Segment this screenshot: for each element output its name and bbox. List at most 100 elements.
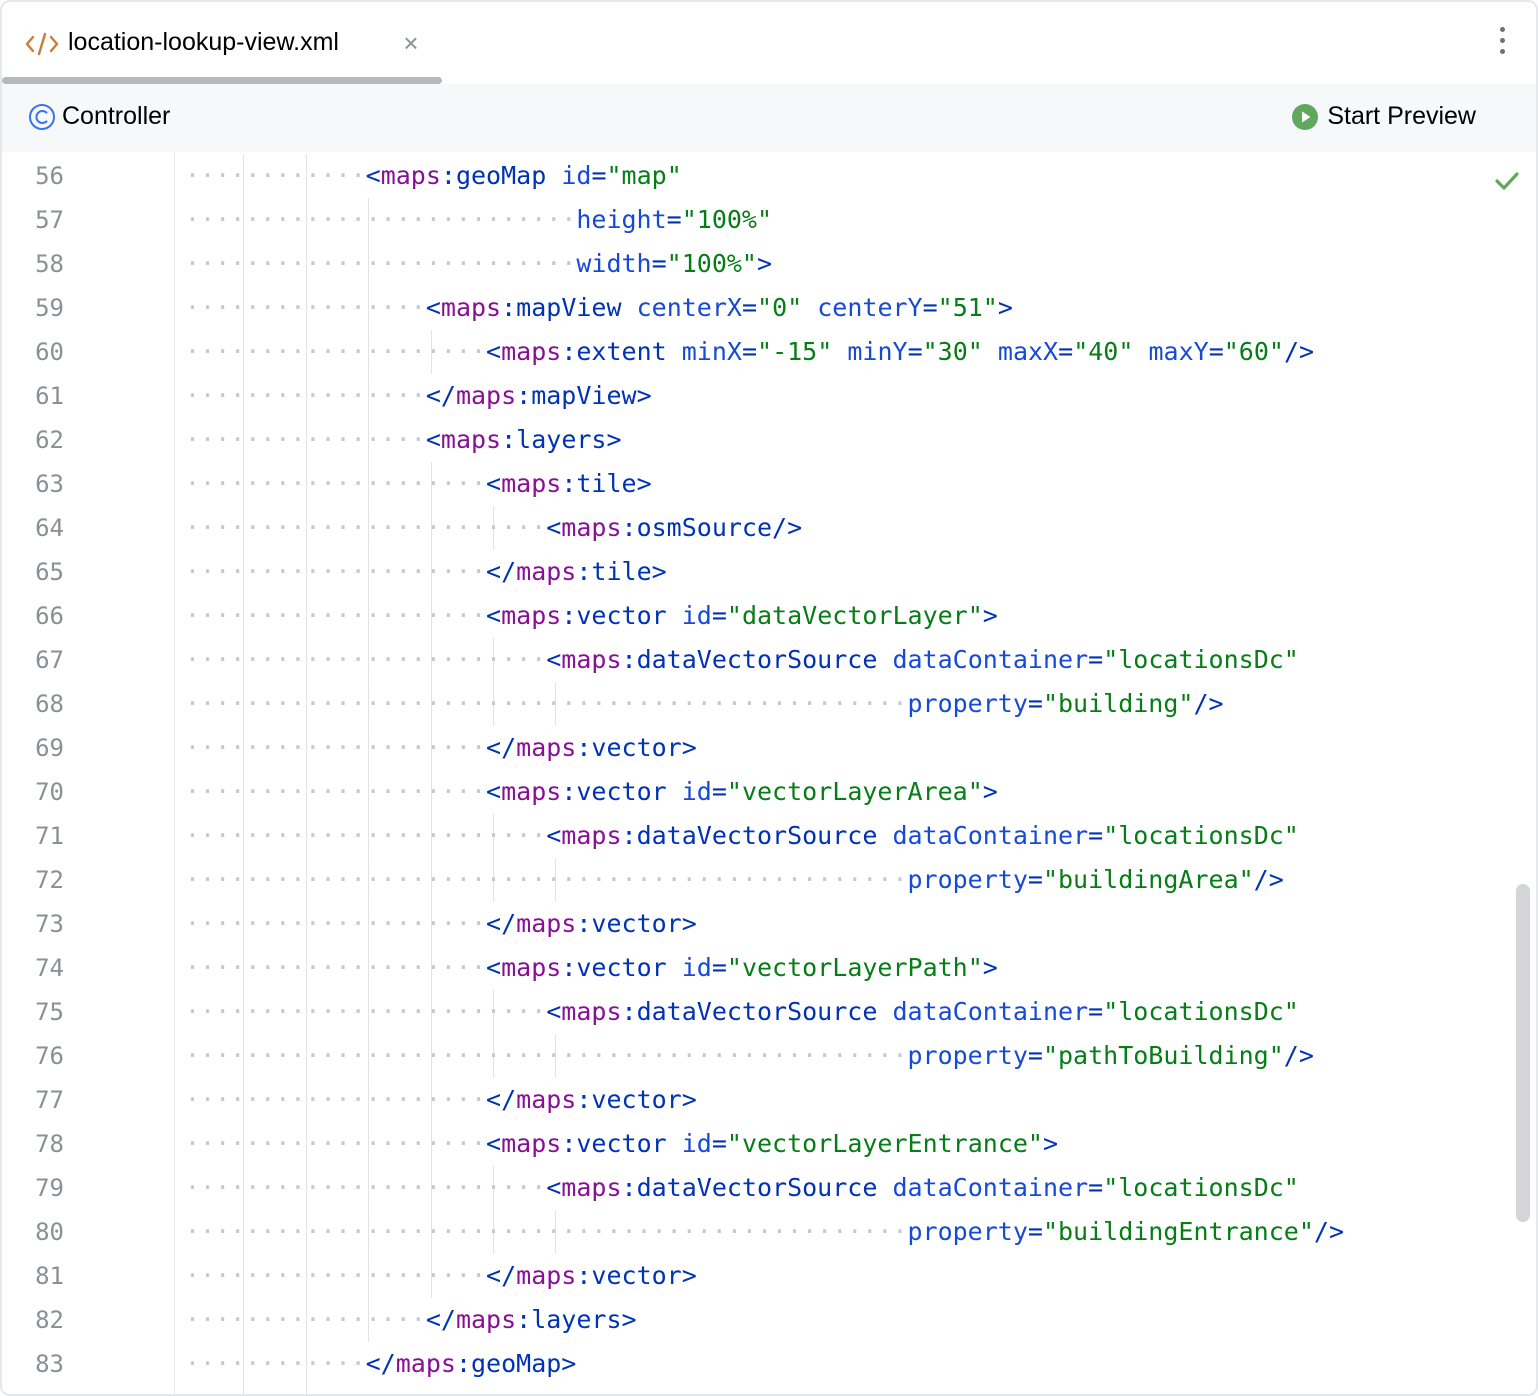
code-text: ························<maps:dataVector… (185, 645, 1299, 674)
code-text: ················<maps:layers> (185, 425, 622, 454)
line-number: 75 (35, 998, 64, 1026)
line-number: 66 (35, 602, 64, 630)
code-line[interactable]: 75························<maps:dataVect… (2, 990, 1502, 1034)
code-line[interactable]: 63 ····················<maps:tile> (2, 462, 1502, 506)
code-text: ····················<maps:vector id="vec… (185, 953, 998, 982)
code-line[interactable]: 72······································… (2, 858, 1502, 902)
code-editor[interactable]: 56 ············<maps:geoMap id="map" 57 ···… (2, 152, 1536, 1394)
line-number: 60 (35, 338, 64, 366)
line-number: 77 (35, 1086, 64, 1114)
code-text: ················</maps:mapView> (185, 381, 652, 410)
vertical-scrollbar[interactable] (1516, 884, 1530, 1222)
indent-guide (493, 638, 494, 726)
code-line[interactable]: 74 ····················<maps:vector id="v… (2, 946, 1502, 990)
indent-guide (493, 1166, 494, 1254)
code-text: ····················</maps:vector> (185, 1261, 697, 1290)
code-line[interactable]: 70····················<maps:vector id="v… (2, 770, 1502, 814)
code-text: ····················<maps:tile> (185, 469, 652, 498)
code-line[interactable]: 81 ····················</maps:vector> (2, 1254, 1502, 1298)
line-number: 69 (35, 734, 64, 762)
code-line[interactable]: 67 ························<maps:dataVect… (2, 638, 1502, 682)
code-line[interactable]: 77····················</maps:vector> (2, 1078, 1502, 1122)
close-icon[interactable]: × (403, 28, 419, 58)
tab-bar: location-lookup-view.xml × (2, 2, 1536, 85)
code-line[interactable]: 80 ······································… (2, 1210, 1502, 1254)
code-text: ························<maps:dataVector… (185, 821, 1299, 850)
indent-guide (430, 462, 432, 1298)
code-line[interactable]: 71 ························<maps:dataVect… (2, 814, 1502, 858)
start-preview-button[interactable]: Start Preview (1291, 102, 1476, 131)
code-text: ····················</maps:vector> (185, 733, 697, 762)
code-text: ························<maps:osmSource/… (185, 513, 803, 542)
code-line[interactable]: 59················<maps:mapView centerX=… (2, 286, 1502, 330)
code-text: ········································… (185, 865, 1284, 894)
code-text: ········································… (185, 1217, 1344, 1246)
code-line[interactable]: 69 ····················</maps:vector> (2, 726, 1502, 770)
line-number: 79 (35, 1174, 64, 1202)
code-line[interactable]: 73 ····················</maps:vector> (2, 902, 1502, 946)
code-line[interactable]: 76······································… (2, 1034, 1502, 1078)
line-number: 58 (35, 250, 64, 278)
line-number: 83 (35, 1350, 64, 1378)
code-text: ··························width="100%"> (185, 249, 773, 278)
line-number: 82 (35, 1306, 64, 1334)
code-text: ····················</maps:vector> (185, 909, 697, 938)
code-line[interactable]: 66····················<maps:vector id="d… (2, 594, 1502, 638)
code-text: ····················<maps:extent minX="-… (185, 337, 1315, 366)
line-number: 62 (35, 426, 64, 454)
line-number: 67 (35, 646, 64, 674)
indent-guide (493, 990, 494, 1078)
indent-guide (368, 198, 370, 1342)
code-text: ··························height="100%" (185, 205, 773, 234)
code-line[interactable]: 82 ················</maps:layers> (2, 1298, 1502, 1342)
tab-location-lookup-view[interactable]: location-lookup-view.xml × (2, 2, 442, 84)
code-line[interactable]: 83 ············</maps:geoMap> (2, 1342, 1502, 1386)
indent-guide (555, 682, 557, 726)
line-number: 68 (35, 690, 64, 718)
line-number: 56 (35, 162, 64, 190)
line-number: 73 (35, 910, 64, 938)
line-number: 80 (35, 1218, 64, 1246)
code-text: ············<maps:geoMap id="map" (185, 161, 682, 190)
code-line[interactable]: 68······································… (2, 682, 1502, 726)
code-text: ················</maps:layers> (185, 1305, 637, 1334)
code-line[interactable]: 78····················<maps:vector id="v… (2, 1122, 1502, 1166)
indent-guide (555, 1210, 557, 1254)
line-number: 71 (35, 822, 64, 850)
line-number: 74 (35, 954, 64, 982)
active-tab-indicator (2, 77, 442, 84)
line-number: 81 (35, 1262, 64, 1290)
controller-label: Controller (62, 102, 171, 130)
code-line[interactable]: 65 ····················</maps:tile> (2, 550, 1502, 594)
code-line[interactable]: 58 ··························width="100%"… (2, 242, 1502, 286)
line-number: 70 (35, 778, 64, 806)
code-line[interactable]: 62 ················<maps:layers> (2, 418, 1502, 462)
code-line[interactable]: 64 ························<maps:osmSourc… (2, 506, 1502, 550)
controller-class-icon (29, 103, 55, 130)
code-line[interactable]: 60 ····················<maps:extent minX=… (2, 330, 1502, 374)
more-options-icon[interactable] (1496, 27, 1508, 61)
tab-title: location-lookup-view.xml (68, 28, 339, 56)
code-text: ········································… (185, 1041, 1314, 1070)
indent-guide (305, 154, 307, 1394)
code-text: ················<maps:mapView centerX="0… (185, 293, 1013, 322)
indent-guide (493, 506, 494, 550)
indent-guide (430, 330, 432, 374)
code-line[interactable]: 79························<maps:dataVect… (2, 1166, 1502, 1210)
line-number: 57 (35, 206, 64, 234)
indent-guide (243, 154, 245, 1394)
line-number: 64 (35, 514, 64, 542)
code-text: ············</maps:geoMap> (185, 1349, 577, 1378)
start-preview-label: Start Preview (1327, 102, 1476, 130)
code-text: ····················</maps:tile> (185, 557, 667, 586)
controller-button[interactable]: Controller (28, 102, 170, 131)
line-number: 65 (35, 558, 64, 586)
code-line[interactable]: 61················</maps:mapView> (2, 374, 1502, 418)
code-line[interactable]: 57 ··························height="100%… (2, 198, 1502, 242)
code-line[interactable]: 56 ············<maps:geoMap id="map" (2, 154, 1502, 198)
line-number: 63 (35, 470, 64, 498)
check-icon (1495, 172, 1519, 190)
indent-guide (555, 858, 557, 902)
xml-file-icon (25, 32, 59, 56)
play-icon (1292, 103, 1319, 130)
